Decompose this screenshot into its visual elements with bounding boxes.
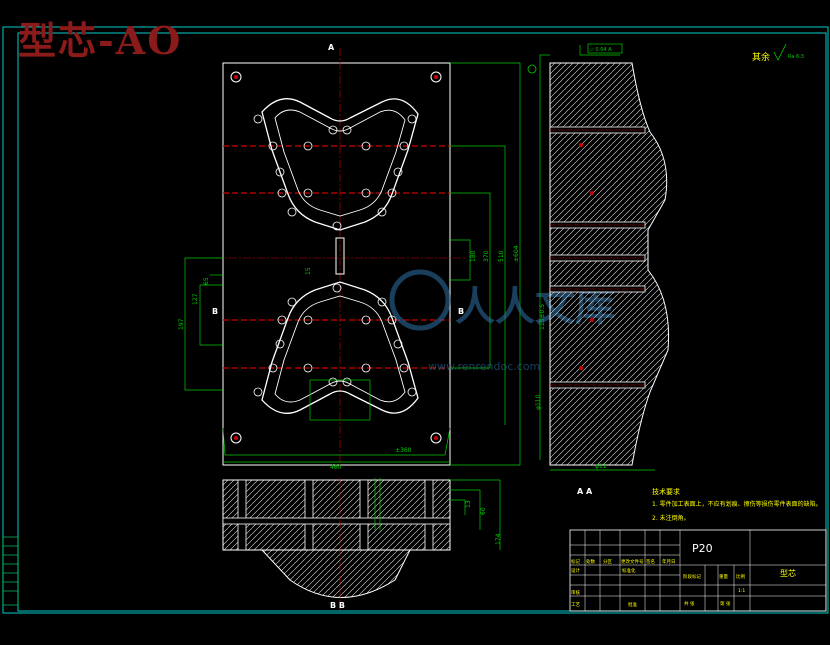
tech-req-item-1: 1. 零件加工表面上，不应有划痕、擦伤等损伤零件表面的缺陷。 — [652, 500, 822, 508]
section-bb-label: B B — [330, 601, 345, 610]
section-b-left: B — [212, 307, 218, 316]
outer-frame — [2, 26, 829, 614]
dim-604: ±604 — [513, 245, 520, 262]
flatness-text: ⏥ 0.04 A — [590, 47, 612, 53]
svg-text:1:1: 1:1 — [738, 588, 745, 594]
dim-127: 127 — [192, 293, 199, 305]
svg-text:标准化: 标准化 — [622, 567, 636, 574]
section-aa-label: A A — [577, 487, 593, 496]
dim-510: 510 — [498, 250, 505, 262]
roughness-label: 其余 — [752, 51, 770, 63]
dim-110: φ110 — [535, 394, 542, 410]
dim-180: 180 — [470, 250, 477, 262]
svg-text:审核: 审核 — [571, 589, 580, 596]
svg-text:工艺: 工艺 — [571, 602, 580, 608]
dim-115: 115±0.5 — [539, 304, 546, 330]
svg-text:www.renrendoc.com: www.renrendoc.com — [428, 360, 540, 373]
section-a-label: A — [328, 43, 335, 52]
dim-13: 13 — [465, 500, 472, 508]
dim-11: φ11 — [595, 463, 607, 470]
dim-174: 174 — [495, 533, 502, 545]
corner-hole-icon — [230, 71, 442, 444]
drawing-title: 型芯-AO — [18, 18, 183, 63]
dim-197: 197 — [178, 318, 185, 330]
datum-icon — [527, 64, 537, 74]
svg-text:阶段标记: 阶段标记 — [683, 573, 701, 580]
svg-text:处数: 处数 — [586, 558, 595, 565]
svg-text:比例: 比例 — [736, 573, 745, 580]
svg-text:共 张: 共 张 — [684, 600, 695, 607]
svg-text:年月日: 年月日 — [662, 558, 676, 565]
cavity-outline-lower — [261, 281, 419, 414]
svg-text:标记: 标记 — [571, 558, 580, 565]
dim-65: 65 — [203, 277, 210, 285]
dim-460: 460 — [330, 464, 342, 471]
svg-text:批准: 批准 — [628, 601, 637, 608]
section-bb-view: 13 60 174 B B — [222, 478, 502, 610]
top-view: 15 65 127 197 180 370 510 ±604 ±360 460 … — [178, 43, 521, 471]
cavity-outline-upper — [261, 98, 419, 231]
dim-15: 15 — [305, 267, 312, 275]
dim-360: ±360 — [395, 447, 412, 454]
svg-text:更改文件号: 更改文件号 — [621, 558, 644, 565]
svg-text:签名: 签名 — [646, 558, 655, 565]
section-aa-view: ⏥ 0.04 A 115±0.5 φ110 φ11 A A — [527, 43, 670, 496]
svg-text:分区: 分区 — [603, 558, 612, 565]
flatness-frame — [587, 43, 623, 54]
tech-req-heading: 技术要求 — [652, 487, 680, 496]
part-name: 型芯 — [780, 568, 796, 578]
roughness-symbol-icon — [773, 43, 787, 61]
tech-req-item-2: 2. 未注倒角。 — [652, 514, 690, 522]
section-b-right: B — [458, 307, 464, 316]
inner-frame — [17, 32, 827, 612]
dim-60: 60 — [480, 507, 487, 515]
dim-370: 370 — [483, 250, 490, 262]
svg-text:重量: 重量 — [719, 573, 728, 580]
material: P20 — [692, 542, 713, 555]
svg-text:设计: 设计 — [571, 567, 580, 574]
side-strip — [2, 536, 19, 606]
roughness-value: Ra 6.3 — [788, 54, 804, 60]
title-block: P20 型芯 标记 处数 分区 更改文件号 签名 年月日 设计 标准化 阶段标记… — [569, 529, 827, 612]
svg-text:第 张: 第 张 — [720, 600, 731, 607]
